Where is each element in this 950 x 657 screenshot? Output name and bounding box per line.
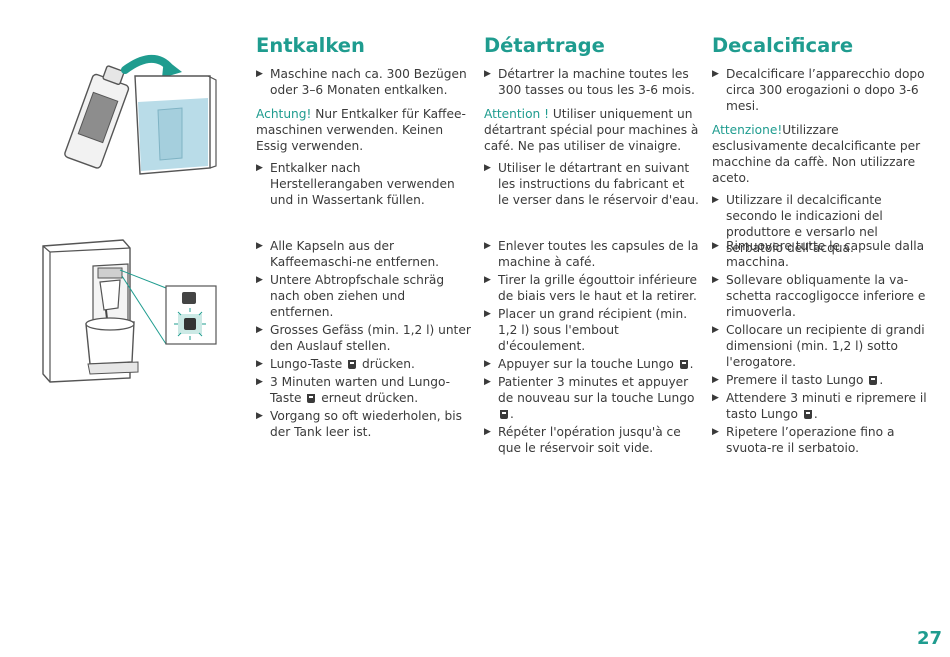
list-item: ▶Untere Abtropfschale schräg nach oben z…: [256, 273, 445, 319]
list-item: ▶Rimuovere tutte le capsule dalla macchi…: [712, 239, 925, 269]
list-item: ▶Premere il tasto Lungo .: [712, 373, 884, 387]
warning-text: Utilizzare esclusivamente decalcificante…: [712, 123, 921, 185]
list-item: ▶Decalcificare l’apparecchio dopo circa …: [712, 67, 925, 113]
item-text: Attendere 3 minuti e ripremere il tasto …: [726, 391, 927, 421]
warning-text: Nur Entkalker für Kaffee-maschinen verwe…: [256, 107, 466, 153]
item-text: .: [879, 373, 884, 387]
descaler-illustration: [64, 54, 217, 175]
section-intro: ▶Maschine nach ca. 300 Bezügen oder 3–6 …: [256, 66, 471, 210]
item-text: Maschine nach ca. 300 Bezügen oder 3–6 M…: [270, 67, 467, 97]
item-text: Appuyer sur la touche Lungo: [498, 357, 674, 371]
item-text: .: [813, 407, 818, 421]
warning-paragraph: Attention ! Utiliser uniquement un détar…: [484, 106, 699, 154]
item-text: .: [510, 407, 514, 421]
lungo-icon: [803, 410, 812, 419]
list-item: ▶Collocare un recipiente di grandi dimen…: [712, 323, 925, 369]
coffee-machine-icon: [42, 239, 139, 383]
lungo-icon: [500, 410, 508, 419]
list-item: ▶Répéter l'opération jusqu'à ce que le r…: [484, 425, 681, 455]
warning-label: Attenzione!: [712, 123, 783, 137]
item-text: Vorgang so oft wiederholen, bis der Tank…: [270, 409, 462, 439]
warning-label: Attention !: [484, 107, 550, 121]
section-intro: ▶Détartrer la machine toutes les 300 tas…: [484, 66, 699, 210]
list-item: ▶3 Minuten warten und Lungo-Taste erneut…: [256, 375, 451, 405]
list-item: ▶Ripetere l’operazione fino a svuota-re …: [712, 425, 895, 455]
item-text: Entkalker nach Herstellerangaben verwend…: [270, 161, 455, 207]
item-text: Collocare un recipiente di grandi dimens…: [726, 323, 925, 369]
item-text: Répéter l'opération jusqu'à ce que le ré…: [498, 425, 681, 455]
list-item: ▶Utiliser le détartrant en suivant les i…: [484, 161, 699, 207]
lungo-icon: [348, 360, 357, 369]
lungo-icon: [679, 360, 688, 369]
item-text: Lungo-Taste: [270, 357, 343, 371]
lungo-button-icon: [165, 285, 217, 345]
section-intro: ▶Decalcificare l’apparecchio dopo circa …: [712, 66, 927, 258]
warning-paragraph: Attenzione!Utilizzare esclusivamente dec…: [712, 122, 927, 186]
item-text: Untere Abtropfschale schräg nach oben zi…: [270, 273, 445, 319]
list-item: ▶Vorgang so oft wiederholen, bis der Tan…: [256, 409, 462, 439]
section-steps: ▶Alle Kapseln aus der Kaffeemaschi-ne en…: [256, 238, 471, 442]
item-text: Détartrer la machine toutes les 300 tass…: [498, 67, 695, 97]
list-item: ▶Grosses Gefäss (min. 1,2 l) unter den A…: [256, 323, 471, 353]
machine-illustration: [42, 239, 217, 383]
item-text: Ripetere l’operazione fino a svuota-re i…: [726, 425, 895, 455]
column-title: Entkalken: [256, 34, 365, 57]
list-item: ▶Alle Kapseln aus der Kaffeemaschi-ne en…: [256, 239, 440, 269]
list-item: ▶Sollevare obliquamente la va-schetta ra…: [712, 273, 926, 319]
item-text: Rimuovere tutte le capsule dalla macchin…: [726, 239, 925, 269]
water-tank-icon: [134, 75, 217, 175]
list-item: ▶Détartrer la machine toutes les 300 tas…: [484, 67, 695, 97]
warning-paragraph: Achtung! Nur Entkalker für Kaffee-maschi…: [256, 106, 471, 154]
list-item: ▶Entkalker nach Herstellerangaben verwen…: [256, 161, 455, 207]
item-text: Alle Kapseln aus der Kaffeemaschi-ne ent…: [270, 239, 440, 269]
item-text: Patienter 3 minutes et appuyer de nouvea…: [498, 375, 695, 405]
lungo-icon: [307, 394, 316, 403]
item-text: Sollevare obliquamente la va-schetta rac…: [726, 273, 926, 319]
list-item: ▶Utilizzare il decalcificante secondo le…: [712, 193, 883, 255]
item-text: drücken.: [358, 357, 415, 371]
item-text: Placer un grand récipient (min. 1,2 l) s…: [498, 307, 688, 353]
item-text: Premere il tasto Lungo: [726, 373, 864, 387]
section-steps: ▶Rimuovere tutte le capsule dalla macchi…: [712, 238, 927, 458]
list-item: ▶Tirer la grille égouttoir inférieure de…: [484, 273, 698, 303]
list-item: ▶Enlever toutes les capsules de la machi…: [484, 239, 699, 269]
warning-text: Utiliser uniquement un détartrant spécia…: [484, 107, 699, 153]
warning-label: Achtung!: [256, 107, 312, 121]
column-title: Détartrage: [484, 34, 605, 57]
item-text: Enlever toutes les capsules de la machin…: [498, 239, 699, 269]
item-text: Utilizzare il decalcificante secondo le …: [726, 193, 883, 255]
list-item: ▶Attendere 3 minuti e ripremere il tasto…: [712, 391, 927, 421]
item-text: Grosses Gefäss (min. 1,2 l) unter den Au…: [270, 323, 471, 353]
item-text: Tirer la grille égouttoir inférieure de …: [498, 273, 698, 303]
list-item: ▶Lungo-Taste drücken.: [256, 357, 415, 371]
item-text: Decalcificare l’apparecchio dopo circa 3…: [726, 67, 925, 113]
list-item: ▶Placer un grand récipient (min. 1,2 l) …: [484, 307, 688, 353]
descaler-bottle-icon: [64, 65, 130, 169]
item-text: 3 Minuten warten und Lungo-Taste: [270, 375, 451, 405]
item-text: Utiliser le détartrant en suivant les in…: [498, 161, 699, 207]
list-item: ▶Maschine nach ca. 300 Bezügen oder 3–6 …: [256, 67, 467, 97]
section-steps: ▶Enlever toutes les capsules de la machi…: [484, 238, 699, 458]
list-item: ▶Patienter 3 minutes et appuyer de nouve…: [484, 375, 695, 421]
list-item: ▶Appuyer sur la touche Lungo .: [484, 357, 694, 371]
item-text: .: [689, 357, 694, 371]
lungo-icon: [869, 376, 878, 385]
page-number: 27: [916, 628, 942, 649]
column-title: Decalcificare: [712, 34, 854, 57]
item-text: erneut drücken.: [317, 391, 419, 405]
